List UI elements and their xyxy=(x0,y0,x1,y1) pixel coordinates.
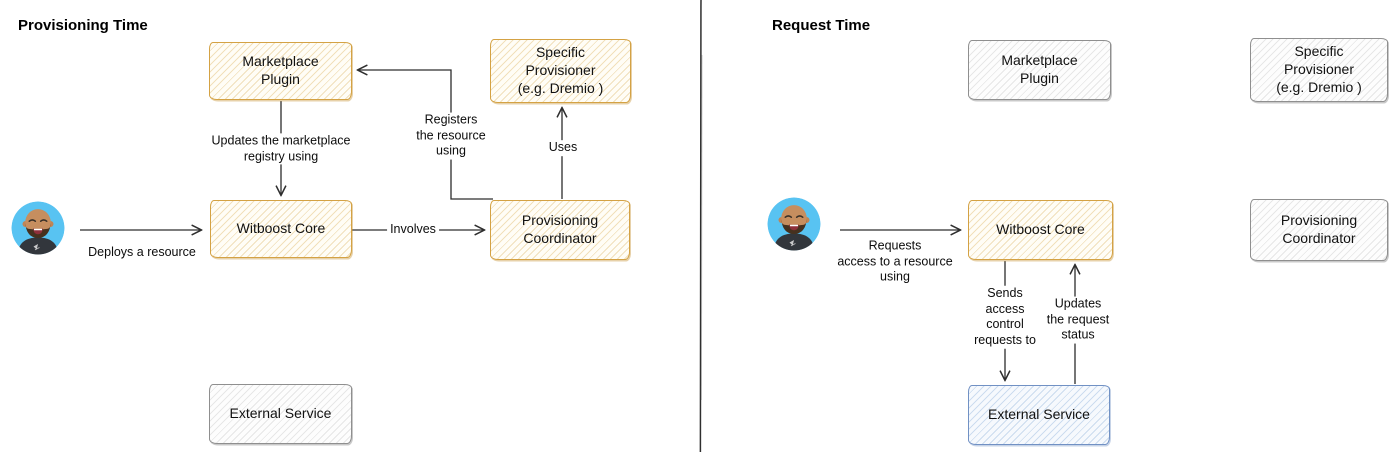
panel-divider xyxy=(699,0,702,452)
edge-label-requests-access: Requests access to a resource using xyxy=(837,238,953,284)
node-provisioning-coordinator-left: Provisioning Coordinator xyxy=(490,200,630,260)
node-marketplace-plugin-left: Marketplace Plugin xyxy=(209,42,352,100)
node-witboost-core-left: Witboost Core xyxy=(210,200,352,258)
edge-label-involves: Involves xyxy=(387,222,439,238)
user-avatar-icon xyxy=(767,197,821,251)
edge-label-registers-the-resource: Registers the resource using xyxy=(413,112,489,160)
node-specific-provisioner-left: Specific Provisioner (e.g. Dremio ) xyxy=(490,39,631,103)
node-specific-provisioner-right: Specific Provisioner (e.g. Dremio ) xyxy=(1250,38,1388,102)
edge-label-uses: Uses xyxy=(545,140,581,156)
node-external-service-right: External Service xyxy=(968,385,1110,445)
request-time-title: Request Time xyxy=(772,17,871,34)
edge-label-deploys-a-resource: Deploys a resource xyxy=(88,245,196,260)
node-witboost-core-right: Witboost Core xyxy=(968,200,1113,260)
node-provisioning-coordinator-right: Provisioning Coordinator xyxy=(1250,199,1388,261)
node-marketplace-plugin-right: Marketplace Plugin xyxy=(968,40,1111,100)
edge-label-updates-registry: Updates the marketplace registry using xyxy=(208,133,354,165)
provisioning-time-title: Provisioning Time xyxy=(18,17,148,34)
node-external-service-left: External Service xyxy=(209,384,352,444)
edge-label-sends-access-control: Sends access control requests to xyxy=(971,285,1039,349)
user-avatar-icon xyxy=(11,201,65,255)
edge-label-updates-status: Updates the request status xyxy=(1043,296,1113,344)
panel-divider-sketch-stroke xyxy=(700,54,703,401)
